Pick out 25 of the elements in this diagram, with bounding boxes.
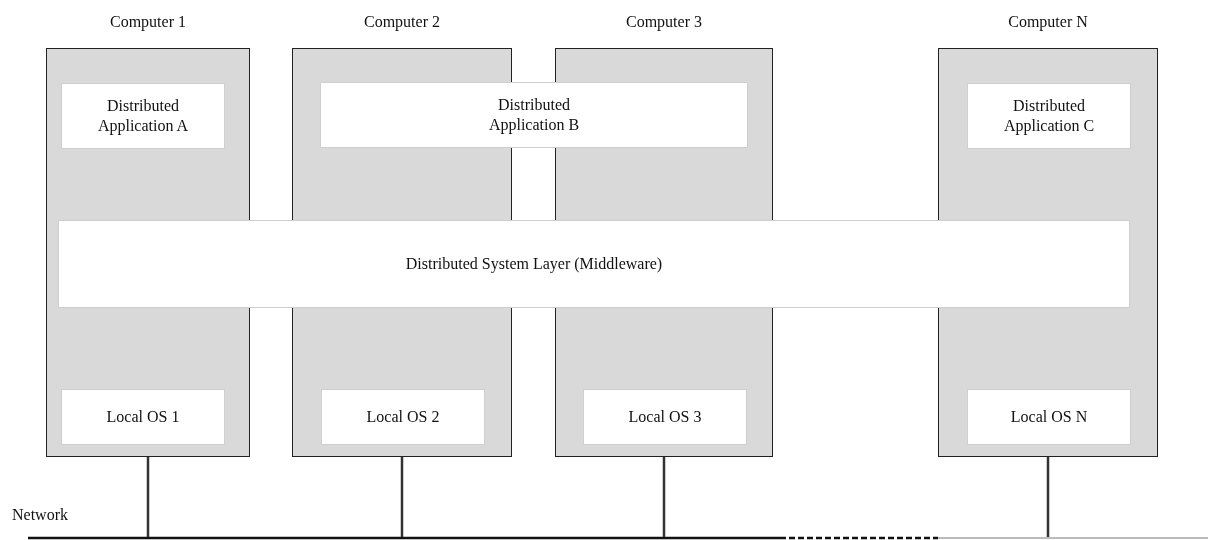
box-label: Local OS 2 [366,407,440,427]
layer-box [967,389,1131,445]
box-label: Distributed Application B [487,95,581,135]
connector-line [146,457,150,537]
box-label: Local OS 1 [106,407,180,427]
box-label: Local OS N [1010,407,1088,427]
layer-box [321,389,485,445]
layer-box [61,83,225,149]
connector-line [662,457,666,537]
connector-line [1046,457,1050,537]
connector-line [400,457,404,537]
layer-box [583,389,747,445]
layer-box [58,220,1130,308]
layer-box [61,389,225,445]
network-label: Network [12,506,68,524]
box-label: Distributed System Layer (Middleware) [405,254,663,274]
box-label: Distributed Application A [96,96,190,136]
layer-box [320,82,748,148]
computer-label: Computer 1 [110,13,186,31]
computer-label: Computer 2 [364,13,440,31]
computer-label: Computer N [1008,13,1088,31]
box-label: Distributed Application C [1002,96,1096,136]
layer-box [967,83,1131,149]
box-label: Local OS 3 [628,407,702,427]
computer-label: Computer 3 [626,13,702,31]
